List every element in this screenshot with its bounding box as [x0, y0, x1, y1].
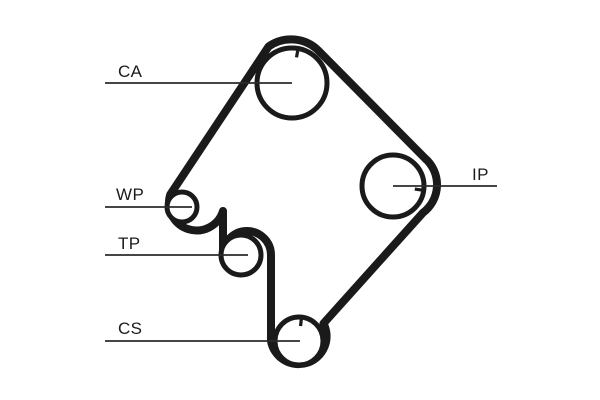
injection-pump-pulley-timing-mark-icon: [414, 187, 424, 192]
callout-ip: IP: [393, 165, 497, 187]
camshaft-pulley-timing-mark-icon: [294, 48, 300, 58]
label-wp: WP: [116, 185, 144, 204]
label-cs: CS: [118, 319, 142, 338]
callout-tp: TP: [105, 234, 248, 256]
label-ip: IP: [472, 165, 489, 184]
pulley-layer: [164, 45, 427, 368]
crankshaft-pulley-timing-mark-icon: [298, 316, 304, 327]
label-tp: TP: [118, 234, 141, 253]
label-ca: CA: [118, 62, 143, 81]
callout-wp: WP: [105, 185, 192, 208]
callout-ca: CA: [105, 62, 292, 84]
callout-cs: CS: [105, 319, 300, 342]
annotation-layer: CA IP WP TP CS: [105, 62, 497, 342]
